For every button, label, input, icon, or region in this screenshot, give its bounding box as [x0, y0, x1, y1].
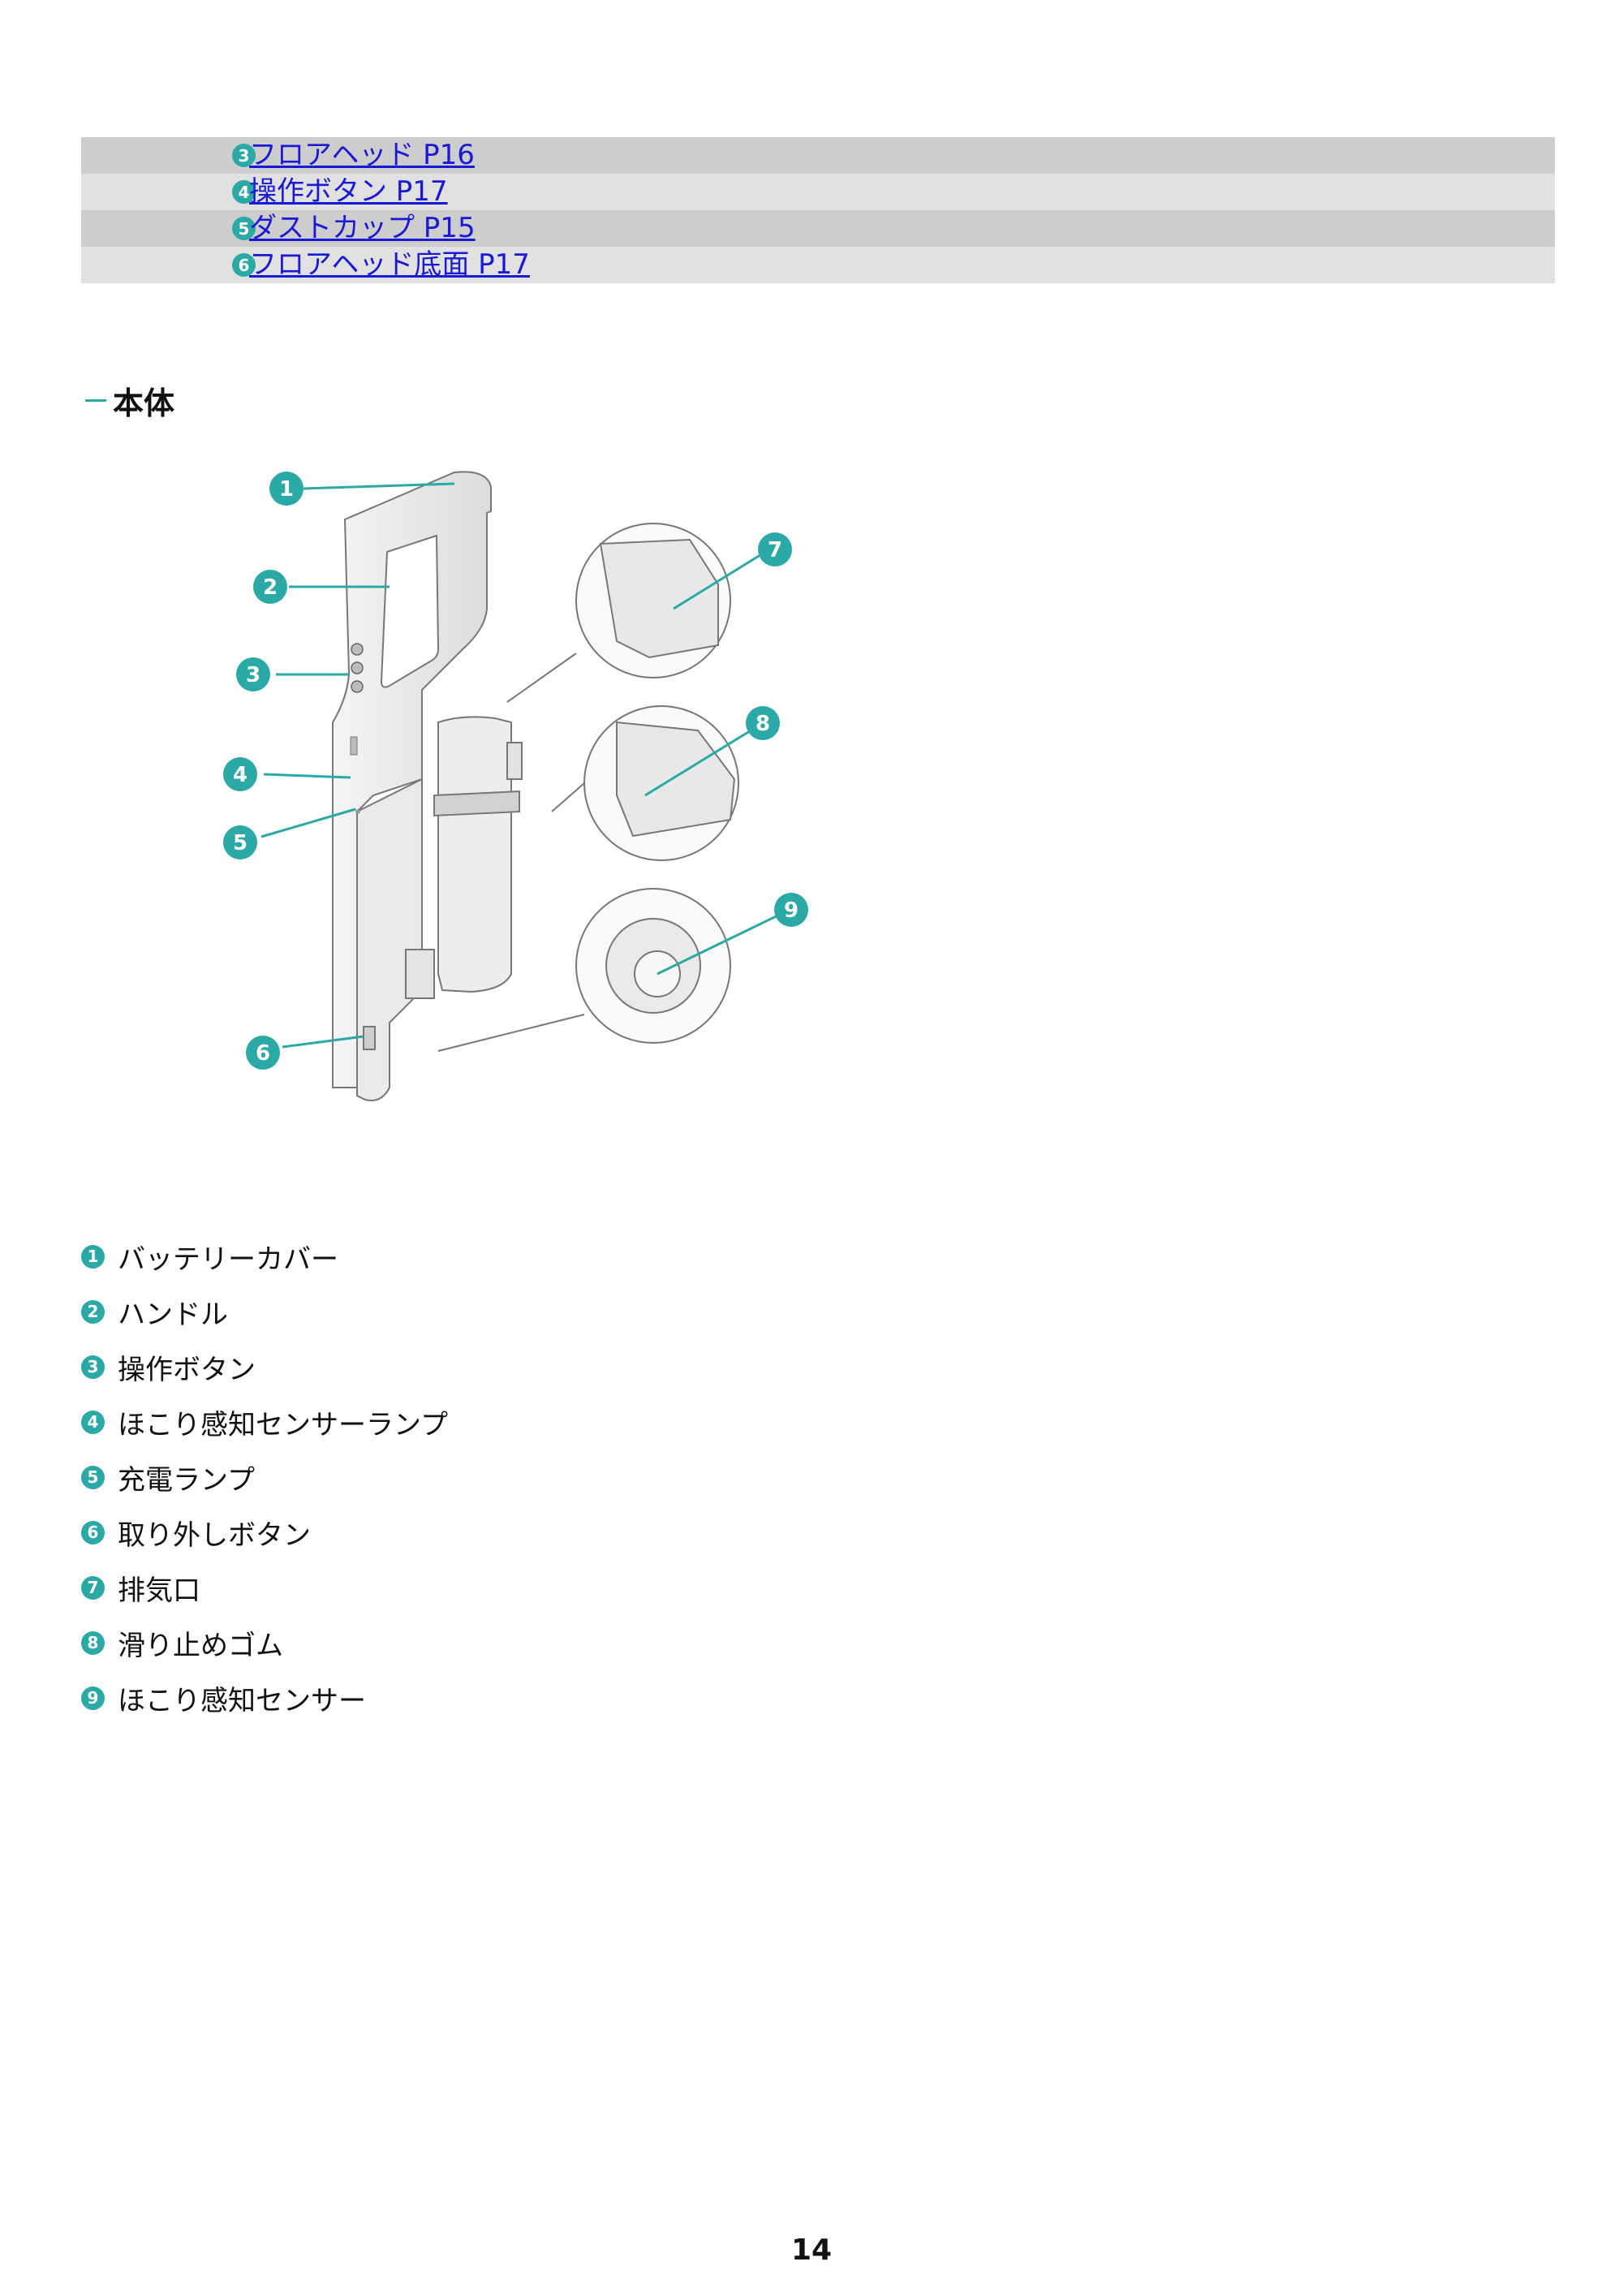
number-badge: 4 — [81, 1410, 105, 1434]
callout-7: 7 — [758, 532, 792, 566]
svg-text:4: 4 — [233, 763, 248, 787]
legend-label: ほこり感知センサー — [118, 1684, 366, 1717]
callout-2: 2 — [253, 570, 287, 604]
list-item: 2 ハンドル — [81, 1284, 448, 1339]
link-operation-buttons[interactable]: 操作ボタン P17 — [249, 175, 448, 208]
number-badge: 9 — [81, 1686, 105, 1710]
list-item: 6 取り外しボタン — [81, 1505, 448, 1560]
number-badge: 3 — [81, 1355, 105, 1379]
table-row: 3 フロアヘッド P16 — [81, 137, 1555, 174]
svg-text:5: 5 — [233, 831, 248, 855]
table-row: 4 操作ボタン P17 — [81, 174, 1555, 210]
svg-text:6: 6 — [256, 1041, 270, 1066]
charge-lamp — [355, 809, 360, 814]
callout-3: 3 — [236, 657, 270, 691]
number-badge: 4 — [232, 180, 256, 204]
legend-label: 滑り止めゴム — [118, 1629, 283, 1662]
svg-text:8: 8 — [756, 712, 770, 736]
number-badge: 6 — [81, 1520, 105, 1544]
number-badge: 7 — [81, 1575, 105, 1600]
dust-sensor-lamp — [350, 736, 358, 756]
heading-dash — [85, 399, 106, 402]
link-floor-head-bottom[interactable]: フロアヘッド底面 P17 — [249, 248, 530, 281]
operation-buttons — [351, 643, 364, 693]
number-badge: 1 — [81, 1244, 105, 1269]
vacuum-body-diagram: 1 2 3 4 5 6 7 8 9 — [223, 471, 808, 1101]
callout-badges: 1 2 3 4 5 6 7 8 9 — [223, 472, 808, 1070]
callout-1: 1 — [269, 472, 304, 506]
svg-text:3: 3 — [246, 663, 260, 687]
number-badge: 5 — [232, 217, 256, 240]
section-title: 本体 — [113, 386, 175, 421]
leader-lines — [260, 482, 790, 1049]
table-row: 6 フロアヘッド底面 P17 — [81, 247, 1555, 283]
svg-text:2: 2 — [263, 575, 278, 600]
number-badge: 2 — [81, 1299, 105, 1324]
list-item: 5 充電ランプ — [81, 1450, 448, 1505]
vacuum-body — [332, 471, 523, 1101]
legend-label: ほこり感知センサーランプ — [118, 1408, 448, 1441]
number-badge: 5 — [81, 1465, 105, 1489]
zoom-callouts — [437, 523, 739, 1052]
number-badge: 6 — [232, 253, 256, 277]
link-floor-head[interactable]: フロアヘッド P16 — [249, 139, 475, 171]
svg-text:1: 1 — [279, 477, 294, 502]
legend-label: 充電ランプ — [118, 1463, 255, 1497]
callout-4: 4 — [223, 757, 257, 791]
svg-text:9: 9 — [784, 898, 799, 923]
reference-table: 3 フロアヘッド P16 4 操作ボタン P17 5 ダストカップ P15 6 … — [81, 137, 1555, 283]
callout-8: 8 — [746, 706, 780, 740]
list-item: 8 滑り止めゴム — [81, 1615, 448, 1670]
legend-label: ハンドル — [118, 1298, 228, 1331]
section-heading: 本体 — [85, 378, 174, 423]
legend-label: 排気口 — [118, 1574, 200, 1607]
callout-5: 5 — [223, 825, 257, 859]
parts-legend: 1 バッテリーカバー 2 ハンドル 3 操作ボタン 4 ほこり感知センサーランプ… — [81, 1229, 448, 1725]
legend-label: バッテリーカバー — [118, 1243, 338, 1276]
number-badge: 3 — [232, 144, 256, 167]
callout-6: 6 — [246, 1036, 280, 1070]
link-dust-cup[interactable]: ダストカップ P15 — [249, 212, 476, 244]
list-item: 9 ほこり感知センサー — [81, 1670, 448, 1725]
table-row: 5 ダストカップ P15 — [81, 210, 1555, 247]
legend-label: 操作ボタン — [118, 1353, 256, 1386]
legend-label: 取り外しボタン — [118, 1518, 311, 1552]
callout-9: 9 — [774, 893, 808, 927]
list-item: 3 操作ボタン — [81, 1339, 448, 1394]
number-badge: 8 — [81, 1630, 105, 1655]
page-number: 14 — [790, 2234, 833, 2267]
svg-text:7: 7 — [768, 538, 782, 562]
list-item: 7 排気口 — [81, 1560, 448, 1615]
list-item: 1 バッテリーカバー — [81, 1229, 448, 1284]
list-item: 4 ほこり感知センサーランプ — [81, 1394, 448, 1450]
